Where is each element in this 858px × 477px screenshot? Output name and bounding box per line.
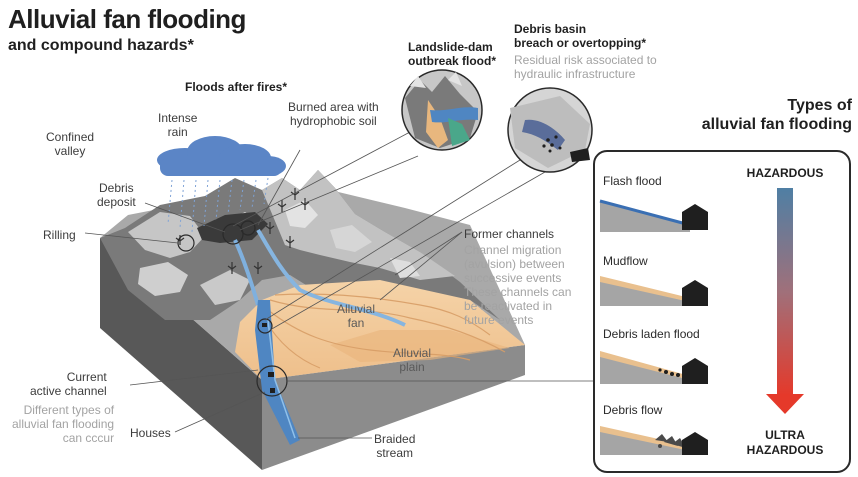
alluvial-fan: [235, 280, 525, 380]
flood-type-debris-laden-flood: Debris laden flood: [603, 327, 700, 341]
rilling-label: Rilling: [43, 228, 76, 242]
flood-type-flash-flood: Flash flood: [603, 174, 662, 188]
flash-flood-sketch: [599, 199, 708, 232]
debris-laden-flood-sketch: [600, 351, 708, 384]
landslide-dam-inset: [401, 69, 483, 151]
channel-migration-label: Channel migration (avulsion) between suc…: [464, 243, 572, 327]
burned-area-marker: [240, 220, 256, 236]
debris-basin-marker: [257, 318, 273, 334]
flood-type-mudflow: Mudflow: [603, 254, 648, 268]
burned-trees: [175, 188, 310, 274]
flood-type-debris-flow: Debris flow: [603, 403, 663, 417]
debris-basin-inset: [507, 87, 593, 173]
types-panel: [593, 150, 851, 473]
river-network: [233, 228, 406, 445]
hazard-scale-arrow: [766, 188, 804, 414]
mudflow-sketch: [600, 276, 708, 306]
mountains: [100, 170, 500, 320]
page-subtitle: and compound hazards*: [8, 37, 194, 54]
floods-after-fires-label: Floods after fires*: [185, 80, 288, 94]
different-types-label: Different types of alluvial fan flooding…: [12, 403, 115, 445]
debris-flow-sketch: [600, 426, 708, 455]
page-title: Alluvial fan flooding: [8, 4, 246, 34]
houses-small: [262, 323, 275, 393]
rain-cloud: [157, 136, 286, 233]
hazard-scale-top: HAZARDOUS: [746, 166, 824, 180]
leader-lines: [84, 131, 595, 439]
debris-deposit-marker: [222, 223, 244, 245]
houses-label: Houses: [130, 426, 171, 440]
former-channels-label: Former channels: [464, 227, 555, 241]
